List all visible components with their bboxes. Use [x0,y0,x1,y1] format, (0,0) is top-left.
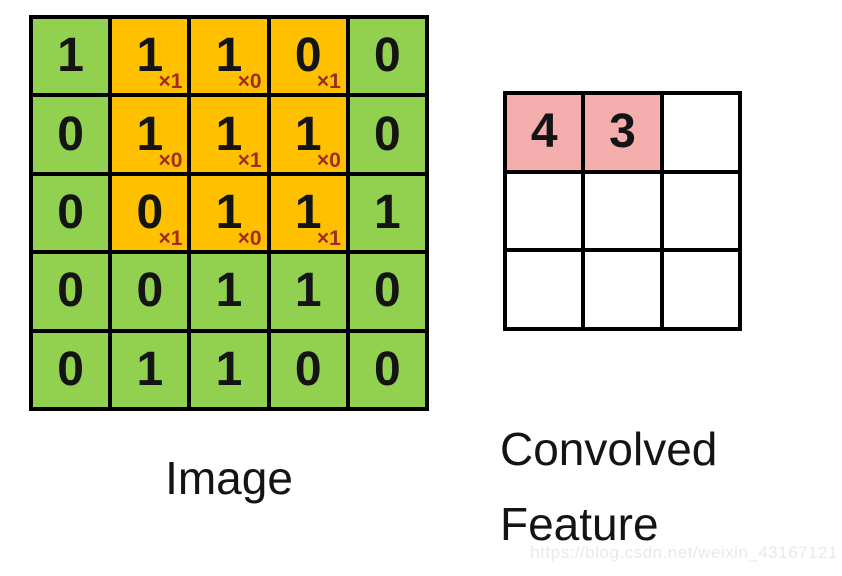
image-grid-cell-r3c0: 0 [33,254,109,329]
cell-value: 1 [215,185,243,239]
image-grid-cell-r2c3: 1×1 [270,175,346,251]
image-grid-cell-r4c4: 0 [349,332,425,407]
conv-grid-cell-r2c1 [585,252,660,327]
image-grid-cell-r3c4: 0 [349,254,425,329]
kernel-weight-subscript: ×0 [158,148,183,172]
kernel-weight-subscript: ×1 [158,70,183,94]
cell-value: 0 [374,264,401,318]
cell-value: 0 [57,107,84,161]
kernel-weight-subscript: ×1 [237,148,262,172]
image-grid-cell-r0c2: 1×0 [191,19,267,94]
cell-value: 0 [57,185,84,239]
cell-value: 0 [294,342,322,396]
cell-value: 3 [609,105,636,159]
image-grid-cell-r1c1: 1×0 [112,97,188,172]
conv-grid-cell-r1c2 [663,173,738,249]
image-grid-cell-r1c0: 0 [33,97,109,172]
conv-grid-cell-r0c1: 3 [585,95,660,170]
cell-value: 0 [374,29,401,83]
cell-value: 1 [294,185,322,239]
kernel-weight-subscript: ×0 [237,70,262,94]
image-grid-cell-r4c3: 0 [270,332,346,407]
image-grid-cell-r0c0: 1 [33,19,109,94]
convolved-feature-label-line1: Convolved [500,423,718,475]
cell-value: 1 [57,29,84,83]
image-grid-cell-r0c3: 0×1 [270,19,346,94]
image-grid-cell-r2c0: 0 [33,175,109,251]
image-grid-cell-r2c1: 0×1 [112,175,188,251]
cell-value: 1 [136,107,164,161]
image-grid-cell-r4c0: 0 [33,332,109,407]
conv-grid-cell-r0c2 [663,95,738,170]
kernel-weight-subscript: ×0 [237,227,262,251]
conv-grid-cell-r2c0 [507,252,582,327]
cell-value: 0 [374,342,401,396]
image-grid-cell-r1c4: 0 [349,97,425,172]
cell-value: 1 [215,29,243,83]
cell-value: 1 [215,264,243,318]
image-grid-cell-r4c1: 1 [112,332,188,407]
kernel-weight-subscript: ×0 [316,148,341,172]
image-grid-cell-r3c3: 1 [270,254,346,329]
conv-grid-cell-r1c0 [507,173,582,249]
conv-grid-cell-r1c1 [585,173,660,249]
cell-value: 1 [374,185,401,239]
kernel-weight-subscript: ×1 [158,227,183,251]
conv-grid-cell-r2c2 [663,252,738,327]
image-grid-cell-r3c1: 0 [112,254,188,329]
image-grid-cell-r4c2: 1 [191,332,267,407]
cell-value: 1 [215,107,243,161]
cell-value: 4 [530,105,558,159]
cell-value: 0 [294,29,322,83]
kernel-weight-subscript: ×1 [316,70,341,94]
cell-value: 1 [294,107,322,161]
cell-value: 0 [136,264,164,318]
cell-value: 1 [136,29,164,83]
convolved-feature-label: Convolved Feature [500,412,717,562]
cell-value: 1 [136,342,164,396]
cell-value: 0 [374,107,401,161]
convolved-feature-label-line2: Feature [500,498,659,550]
image-grid-cell-r0c4: 0 [349,19,425,94]
watermark-url: https://blog.csdn.net/weixin_43167121 [530,543,838,562]
kernel-weight-subscript: ×1 [316,227,341,251]
image-grid-cell-r2c4: 1 [349,175,425,251]
image-grid-cell-r1c2: 1×1 [191,97,267,172]
cell-value: 0 [57,342,84,396]
image-grid-label: Image [165,452,293,504]
image-grid-cell-r1c3: 1×0 [270,97,346,172]
conv-grid-cell-r0c0: 4 [507,95,582,170]
image-grid-cell-r3c2: 1 [191,254,267,329]
cell-value: 0 [136,185,164,239]
cell-value: 1 [215,342,243,396]
image-grid-cell-r2c2: 1×0 [191,175,267,251]
image-grid-cell-r0c1: 1×1 [112,19,188,94]
cell-value: 1 [294,264,322,318]
cell-value: 0 [57,264,84,318]
